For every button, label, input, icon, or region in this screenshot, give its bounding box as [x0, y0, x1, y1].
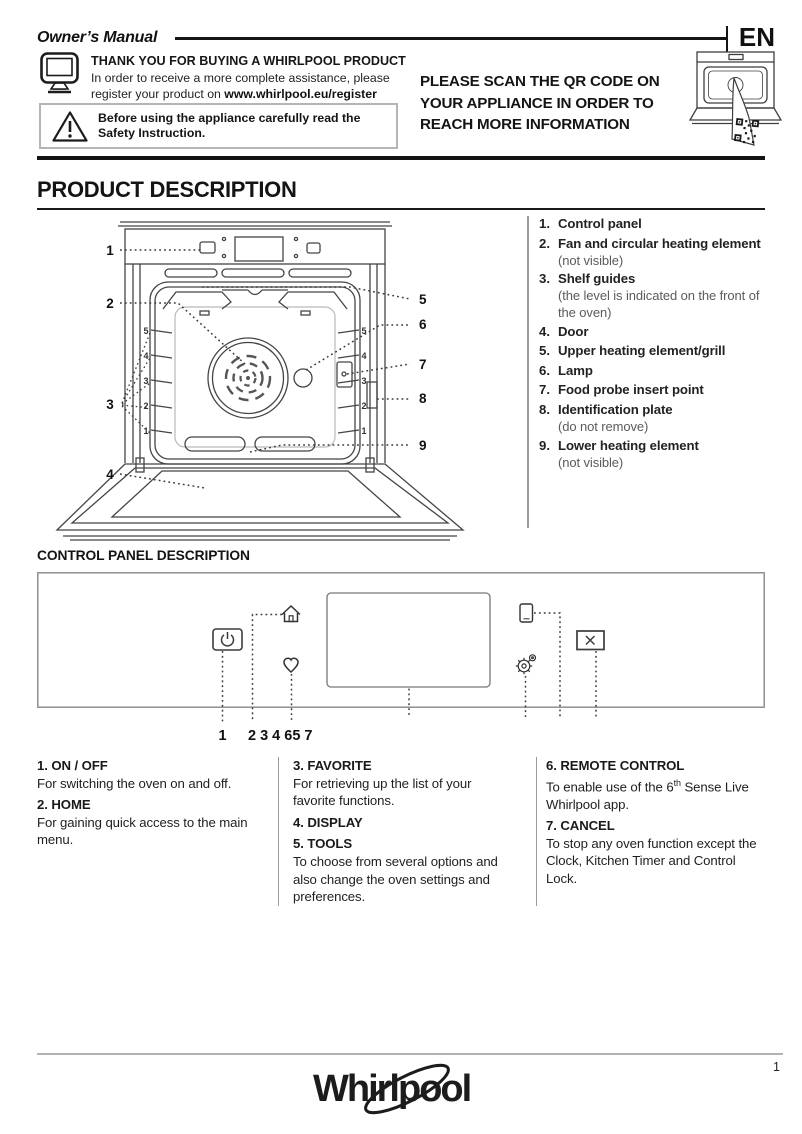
panel-callout-rest: 2 3 4 65 7	[248, 728, 313, 744]
callout-2: 2	[106, 296, 114, 311]
entry-title: 7. CANCEL	[546, 818, 615, 834]
header-divider	[37, 156, 765, 160]
list-item: 4.Door	[539, 323, 589, 339]
manual-title: Owner’s Manual	[37, 28, 158, 46]
entry-title: 1. ON / OFF	[37, 758, 108, 773]
cancel-x-button	[576, 630, 605, 651]
control-descriptions: 1. ON / OFF For switching the oven on an…	[37, 757, 765, 906]
thank-you-text: THANK YOU FOR BUYING A WHIRLPOOL PRODUCT…	[91, 52, 406, 102]
language-badge: EN	[738, 22, 775, 52]
thank-you-line2: register your product on www.whirlpool.e…	[91, 87, 406, 103]
safety-warning-text: Before using the appliance carefully rea…	[98, 111, 361, 140]
description-column-3: 6. REMOTE CONTROL To enable use of the 6…	[537, 757, 765, 906]
entry-body: To choose from several options and also …	[293, 853, 498, 905]
fan-icon	[207, 337, 289, 419]
scan-qr-block: PLEASE SCAN THE QR CODE ON YOUR APPLIANC…	[420, 71, 685, 136]
list-item: 1.Control panel	[539, 216, 642, 231]
header-rule	[175, 37, 726, 40]
safety-warning-box: Before using the appliance carefully rea…	[39, 103, 398, 149]
entry-title: 6. REMOTE CONTROL	[546, 758, 685, 773]
callout-1: 1	[106, 243, 114, 258]
thank-you-title: THANK YOU FOR BUYING A WHIRLPOOL PRODUCT	[91, 54, 406, 68]
shelf-level-right-3: 3	[361, 376, 366, 386]
register-url: www.whirlpool.eu/register	[224, 86, 377, 101]
control-panel-title: CONTROL PANEL DESCRIPTION	[37, 548, 250, 563]
display-screen	[326, 592, 491, 688]
scan-line3: REACH MORE INFORMATION	[420, 116, 630, 133]
lamp-icon	[293, 368, 313, 388]
list-item: 6.Lamp	[539, 362, 593, 378]
warning-triangle-icon	[51, 110, 89, 143]
list-item: 2.Fan and circular heating element(not v…	[539, 235, 761, 268]
entry-body: To stop any oven function except the Clo…	[546, 835, 757, 886]
thank-you-block: THANK YOU FOR BUYING A WHIRLPOOL PRODUCT…	[40, 52, 412, 102]
shelf-level-right-4: 4	[361, 351, 366, 361]
whirlpool-logo: Whirlpool	[305, 1058, 500, 1120]
entry-title: 2. HOME	[37, 797, 91, 813]
description-column-1: 1. ON / OFF For switching the oven on an…	[37, 757, 278, 906]
list-divider	[527, 216, 529, 528]
callout-6: 6	[419, 317, 427, 332]
header-tick	[725, 25, 728, 52]
list-item: 3.Shelf guides(the level is indicated on…	[539, 271, 760, 320]
entry-body: For gaining quick access to the main men…	[37, 814, 248, 848]
oven-door	[55, 463, 465, 541]
callout-8: 8	[419, 391, 427, 406]
qr-code	[734, 118, 760, 144]
footer-rule	[37, 1053, 783, 1055]
shelf-level-left-5: 5	[143, 326, 148, 336]
shelf-level-left-3: 3	[143, 376, 148, 386]
shelf-level-right-2: 2	[361, 401, 366, 411]
thank-you-line1: In order to receive a more complete assi…	[91, 71, 390, 85]
shelf-level-left-1: 1	[143, 426, 148, 436]
register-text: register your product on	[91, 86, 225, 101]
list-item: 7.Food probe insert point	[539, 382, 704, 398]
shelf-level-left-4: 4	[143, 351, 148, 361]
entry-body: To enable use of the 6th Sense Live Whir…	[546, 777, 749, 812]
power-button	[212, 628, 243, 651]
oven-diagram: 5 4 3 2 1 5 4 3 2 1	[50, 212, 470, 544]
entry-body: For retrieving up the list of your favor…	[293, 775, 472, 809]
entry-title: 5. TOOLS	[293, 836, 353, 852]
parts-list: 1.Control panel 2.Fan and circular heati…	[539, 215, 761, 473]
callout-7: 7	[419, 357, 427, 372]
description-column-2: 3. FAVORITE For retrieving up the list o…	[278, 757, 537, 906]
identification-plate	[366, 381, 378, 409]
tools-gear-icon	[515, 654, 537, 675]
shelf-level-right-5: 5	[361, 326, 366, 336]
entry-title: 4. DISPLAY	[293, 814, 363, 830]
entry-title: 3. FAVORITE	[293, 758, 372, 773]
page-number: 1	[773, 1060, 780, 1074]
scan-line2: YOUR APPLIANCE IN ORDER TO	[420, 94, 654, 112]
callout-9: 9	[419, 438, 427, 453]
qr-oven-illustration	[688, 50, 784, 156]
shelf-level-left-2: 2	[143, 401, 148, 411]
upper-grill-element	[162, 289, 348, 316]
food-probe-cover	[336, 361, 353, 388]
monitor-icon	[40, 52, 79, 94]
callout-4: 4	[106, 467, 114, 482]
header-row: Owner’s Manual EN	[37, 22, 775, 53]
home-icon	[281, 604, 301, 623]
favorite-heart-icon	[283, 657, 299, 674]
list-item: 9.Lower heating element(not visible)	[539, 437, 699, 470]
product-description-title: PRODUCT DESCRIPTION	[37, 177, 765, 210]
callout-5: 5	[419, 292, 427, 307]
panel-callout-1: 1	[218, 728, 226, 744]
callout-3: 3	[106, 397, 114, 412]
entry-body: For switching the oven on and off.	[37, 775, 232, 791]
scan-line1: PLEASE SCAN THE QR CODE ON	[420, 73, 660, 90]
remote-phone-icon	[519, 603, 534, 623]
shelf-guides	[150, 329, 360, 434]
list-item: 5.Upper heating element/grill	[539, 343, 726, 359]
shelf-level-right-1: 1	[361, 426, 366, 436]
oven-back-wall	[174, 306, 336, 448]
diagram-control-panel	[124, 228, 386, 265]
list-item: 8.Identification plate(do not remove)	[539, 401, 673, 434]
control-panel-diagram: 1 2 3 4 65 7	[37, 572, 765, 747]
